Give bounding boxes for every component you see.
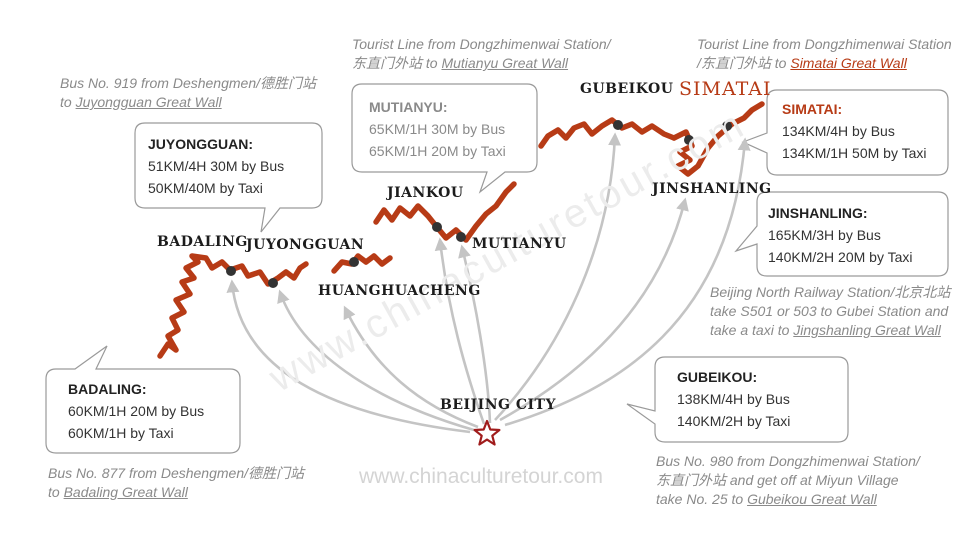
juyongguan-bus-info: 51KM/4H 30M by Bus [148,158,285,174]
site-label-gubeikou: GUBEIKOU [580,81,674,97]
route-jinshanling-line1: Beijing North Railway Station/北京北站 [710,284,951,300]
juyongguan-taxi-info: 50KM/40M by Taxi [148,180,263,196]
simatai-link[interactable]: Simatai Great Wall [790,55,907,71]
gubeikou-bus-info: 138KM/4H by Bus [677,391,790,407]
juyongguan-bubble [134,122,323,233]
route-jinshanling-line2: take S501 or 503 to Gubei Station and [710,303,949,319]
arrow-to-badaling [226,279,471,434]
route-mutianyu: Tourist Line from Dongzhimenwai Station/… [352,35,611,73]
route-mutianyu-line1: Tourist Line from Dongzhimenwai Station/ [352,36,611,52]
route-badaling-line1: Bus No. 877 from Deshengmen/德胜门站 [48,465,304,481]
route-gubeikou-line2: 东直门外站 and get off at Miyun Village [656,472,899,488]
gubeikou-taxi-info: 140KM/2H by Taxi [677,413,791,429]
arrow-to-gubeikou [494,132,622,421]
site-label-jiankou: JIANKOU [387,185,464,201]
huanghuacheng-dot [349,257,359,267]
mutianyu-taxi-info: 65KM/1H 20M by Taxi [369,143,506,159]
mutianyu-info: MUTIANYU: 65KM/1H 30M by Bus 65KM/1H 20M… [369,96,506,162]
route-simatai-prefix: /东直门外站 to [697,55,791,71]
arrow-to-jiankou [434,237,486,425]
site-label-jinshanling: JINSHANLING [652,181,772,197]
mutianyu-bubble [351,83,538,194]
arrow-to-jinshanling [499,197,689,422]
site-label-badaling: BADALING [157,234,248,250]
mutianyu-bus-info: 65KM/1H 30M by Bus [369,121,506,137]
route-badaling: Bus No. 877 from Deshengmen/德胜门站 to Bada… [48,464,304,502]
simatai-bus-info: 134KM/4H by Bus [782,123,895,139]
site-label-simatai: SIMATAI [679,78,772,100]
arrow-to-simatai [504,137,751,427]
wall-jinshanling [671,101,765,177]
arrow-to-juyongguan [277,289,475,432]
jinshanling-bus-info: 165KM/3H by Bus [768,227,881,243]
route-juyongguan-line1: Bus No. 919 from Deshengmen/德胜门站 [60,75,316,91]
site-label-juyongguan: JUYONGGUAN [246,237,365,253]
mutianyu-link[interactable]: Mutianyu Great Wall [441,55,569,71]
simatai-info: SIMATAI: 134KM/4H by Bus 134KM/1H 50M by… [782,98,926,164]
route-mutianyu-prefix: 东直门外站 to [352,55,442,71]
route-juyongguan-prefix: to [60,94,76,110]
juyongguan-info-title: JUYONGGUAN: [148,136,254,152]
gubeikou-link[interactable]: Gubeikou Great Wall [747,491,877,507]
wall-jiankou [373,181,517,243]
badaling-bus-info: 60KM/1H 20M by Bus [68,403,205,419]
route-gubeikou: Bus No. 980 from Dongzhimenwai Station/ … [656,452,920,509]
simatai-taxi-info: 134KM/1H 50M by Taxi [782,145,927,161]
badaling-info-title: BADALING: [68,381,147,397]
jinshanling-bubble [734,191,949,277]
badaling-link[interactable]: Badaling Great Wall [63,484,188,500]
arrow-to-huanghuacheng [343,305,479,429]
gubeikou-bubble [626,356,849,443]
wall-huanghuacheng [331,253,393,274]
route-gubeikou-line1: Bus No. 980 from Dongzhimenwai Station/ [656,453,920,469]
watermark-bottom: www.chinaculturetour.com [359,465,603,488]
arrow-to-mutianyu [458,244,492,424]
jiankou-dot [432,222,442,232]
route-jinshanling-prefix: take a taxi to [710,322,794,338]
site-label-beijing: BEIJING CITY [440,397,556,413]
route-simatai: Tourist Line from Dongzhimenwai Station … [697,35,952,73]
route-gubeikou-prefix: take No. 25 to [656,491,748,507]
site-label-mutianyu: MUTIANYU [472,236,567,252]
mutianyu-dot [456,232,466,242]
simatai-bubble [741,89,949,176]
jinshanling-dot [684,135,694,145]
gubeikou-info: GUBEIKOU: 138KM/4H by Bus 140KM/2H by Ta… [677,366,790,432]
beijing-star-icon [473,419,501,446]
wall-gubeikou [538,117,677,149]
gubeikou-info-title: GUBEIKOU: [677,369,758,385]
route-simatai-line1: Tourist Line from Dongzhimenwai Station [697,36,952,52]
badaling-info: BADALING: 60KM/1H 20M by Bus 60KM/1H by … [68,378,204,444]
gubeikou-dot [613,120,623,130]
badaling-bubble [45,345,241,454]
jinshanling-link[interactable]: Jingshanling Great Wall [793,322,941,338]
badaling-dot [226,266,236,276]
badaling-taxi-info: 60KM/1H by Taxi [68,425,174,441]
route-jinshanling: Beijing North Railway Station/北京北站 take … [710,283,950,340]
juyongguan-link[interactable]: Juyongguan Great Wall [75,94,222,110]
site-label-huanghuacheng: HUANGHUACHENG [318,283,481,299]
mutianyu-info-title: MUTIANYU: [369,99,448,115]
simatai-dot [722,121,732,131]
jinshanling-taxi-info: 140KM/2H 20M by Taxi [768,249,913,265]
route-juyongguan: Bus No. 919 from Deshengmen/德胜门站 to Juyo… [60,74,316,112]
juyongguan-dot [268,278,278,288]
route-badaling-prefix: to [48,484,64,500]
jinshanling-info: JINSHANLING: 165KM/3H by Bus 140KM/2H 20… [768,202,912,268]
simatai-info-title: SIMATAI: [782,101,843,117]
jinshanling-info-title: JINSHANLING: [768,205,868,221]
juyongguan-info: JUYONGGUAN: 51KM/4H 30M by Bus 50KM/40M … [148,133,284,199]
